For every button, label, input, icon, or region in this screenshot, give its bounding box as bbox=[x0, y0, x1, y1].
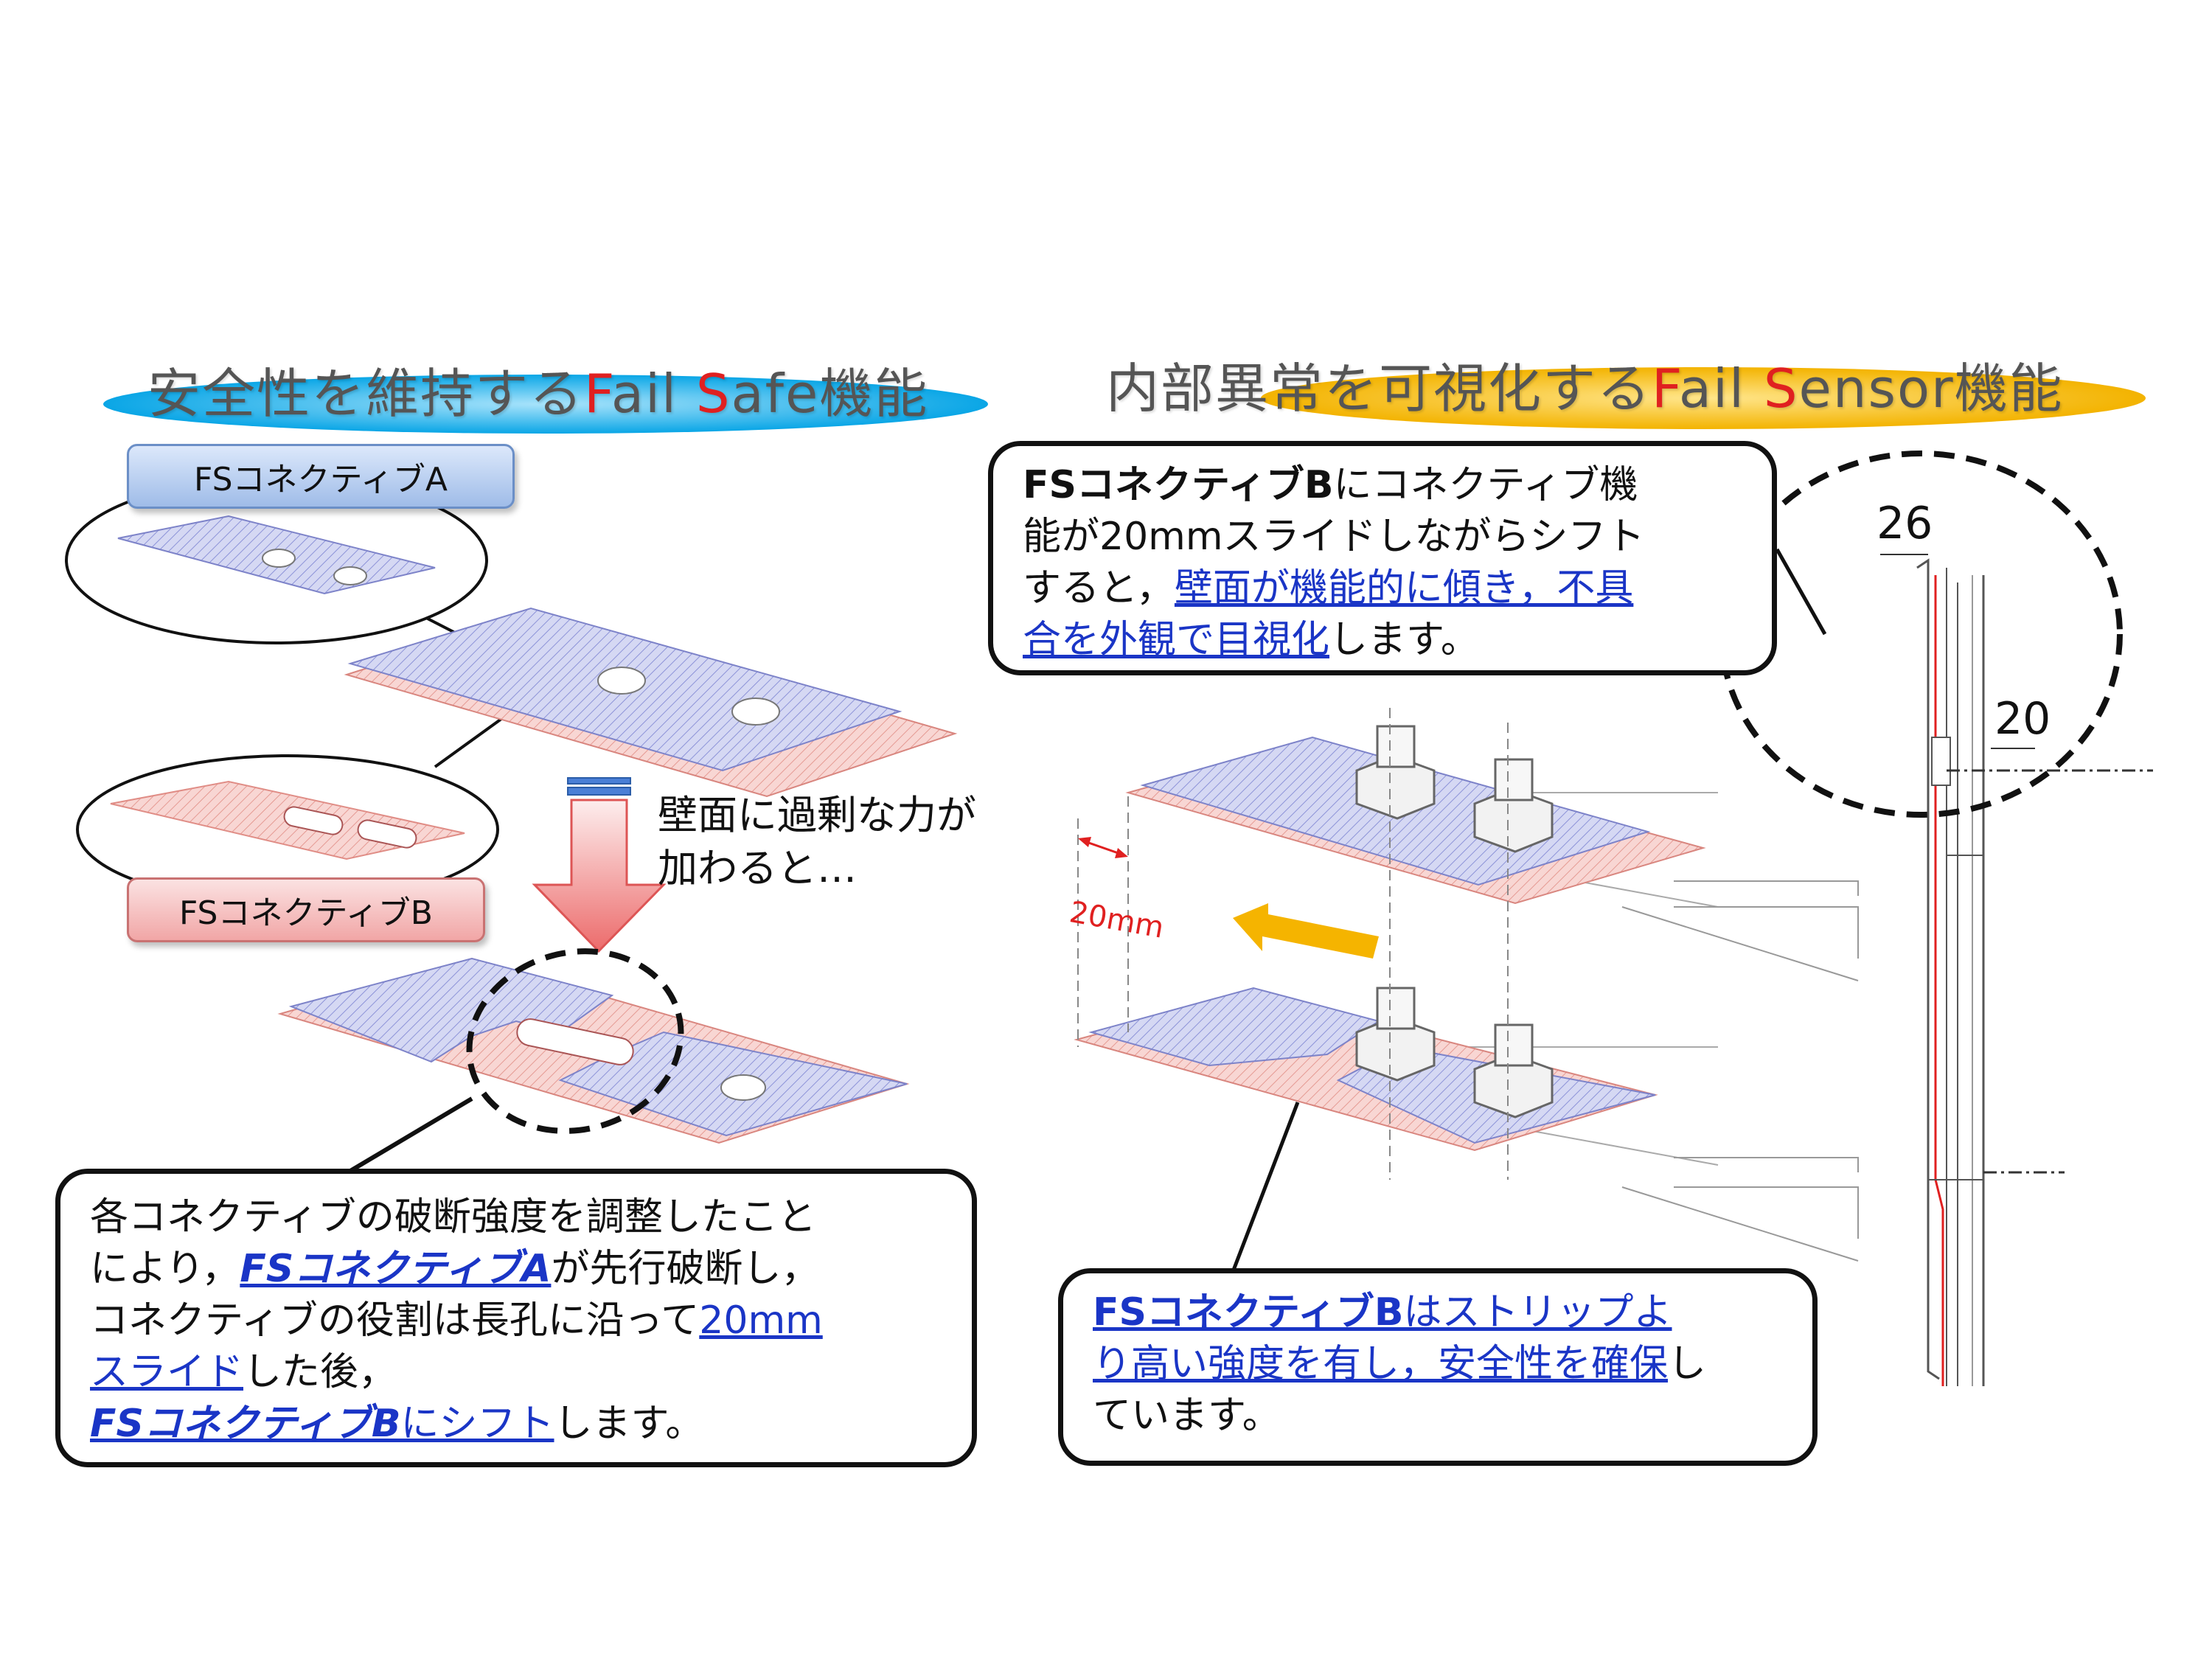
down-arrow bbox=[532, 799, 667, 953]
slide-dimension-arrow bbox=[1078, 837, 1128, 858]
bottom-right-callout-line3: ています。 bbox=[1093, 1394, 1281, 1438]
bottom-right-callout-line2: り高い強度を有し，安全性を確保し bbox=[1093, 1342, 1707, 1386]
slider-assembly-bottom bbox=[1074, 987, 1859, 1262]
slide-arrow bbox=[1233, 903, 1379, 959]
top-right-callout-line1: FSコネクティブBにコネクティブ機 bbox=[1023, 463, 1638, 507]
top-right-callout-line3: すると，壁面が機能的に傾き，不具 bbox=[1023, 566, 1634, 611]
arrow-caption: 壁面に過剰な力が 加わると… bbox=[658, 789, 976, 895]
left-callout-line4: スライドした後， bbox=[90, 1350, 397, 1394]
top-right-callout: FSコネクティブBにコネクティブ機 能が20mmスライドしながらシフト すると，… bbox=[988, 441, 1777, 675]
left-callout-line2: により，FSコネクティブAが先行破断し， bbox=[90, 1247, 820, 1291]
right-title-ellipse bbox=[1261, 367, 2146, 429]
tag-a-label: FSコネクティブA bbox=[194, 461, 448, 498]
left-title-ellipse bbox=[103, 375, 988, 434]
break-highlight-circle bbox=[466, 948, 684, 1134]
top-right-callout-line4: 合を外観で目視化します。 bbox=[1023, 618, 1479, 662]
dimension-26: 26 bbox=[1877, 498, 1933, 549]
left-title: 安全性を維持するFail Safe機能 bbox=[147, 363, 929, 425]
slider-assembly-top bbox=[1125, 725, 1859, 981]
left-callout: 各コネクティブの破断強度を調整したこと により，FSコネクティブAが先行破断し，… bbox=[55, 1169, 977, 1467]
dimension-20: 20 bbox=[1994, 693, 2051, 745]
bottom-right-callout: FSコネクティブBはストリップよ り高い強度を有し，安全性を確保し ています。 bbox=[1058, 1268, 1818, 1466]
tag-fs-connective-b: FSコネクティブB bbox=[127, 877, 485, 942]
tag-fs-connective-a: FSコネクティブA bbox=[127, 444, 515, 509]
right-title: 内部異常を可視化するFail Sensor機能 bbox=[1106, 358, 2064, 420]
left-callout-line3: コネクティブの役割は長孔に沿って20mm bbox=[90, 1298, 823, 1343]
left-callout-line5: FSコネクティブBにシフトします。 bbox=[90, 1402, 704, 1446]
bottom-right-callout-line1: FSコネクティブBはストリップよ bbox=[1093, 1290, 1672, 1335]
arrow-caption-line2: 加わると… bbox=[658, 845, 857, 891]
top-right-callout-line2: 能が20mmスライドしながらシフト bbox=[1023, 515, 1645, 559]
wall-section bbox=[1880, 554, 2153, 1386]
tag-b-label: FSコネクティブB bbox=[178, 894, 433, 932]
arrow-caption-line1: 壁面に過剰な力が bbox=[658, 792, 976, 838]
left-callout-line1: 各コネクティブの破断強度を調整したこと bbox=[90, 1195, 816, 1239]
